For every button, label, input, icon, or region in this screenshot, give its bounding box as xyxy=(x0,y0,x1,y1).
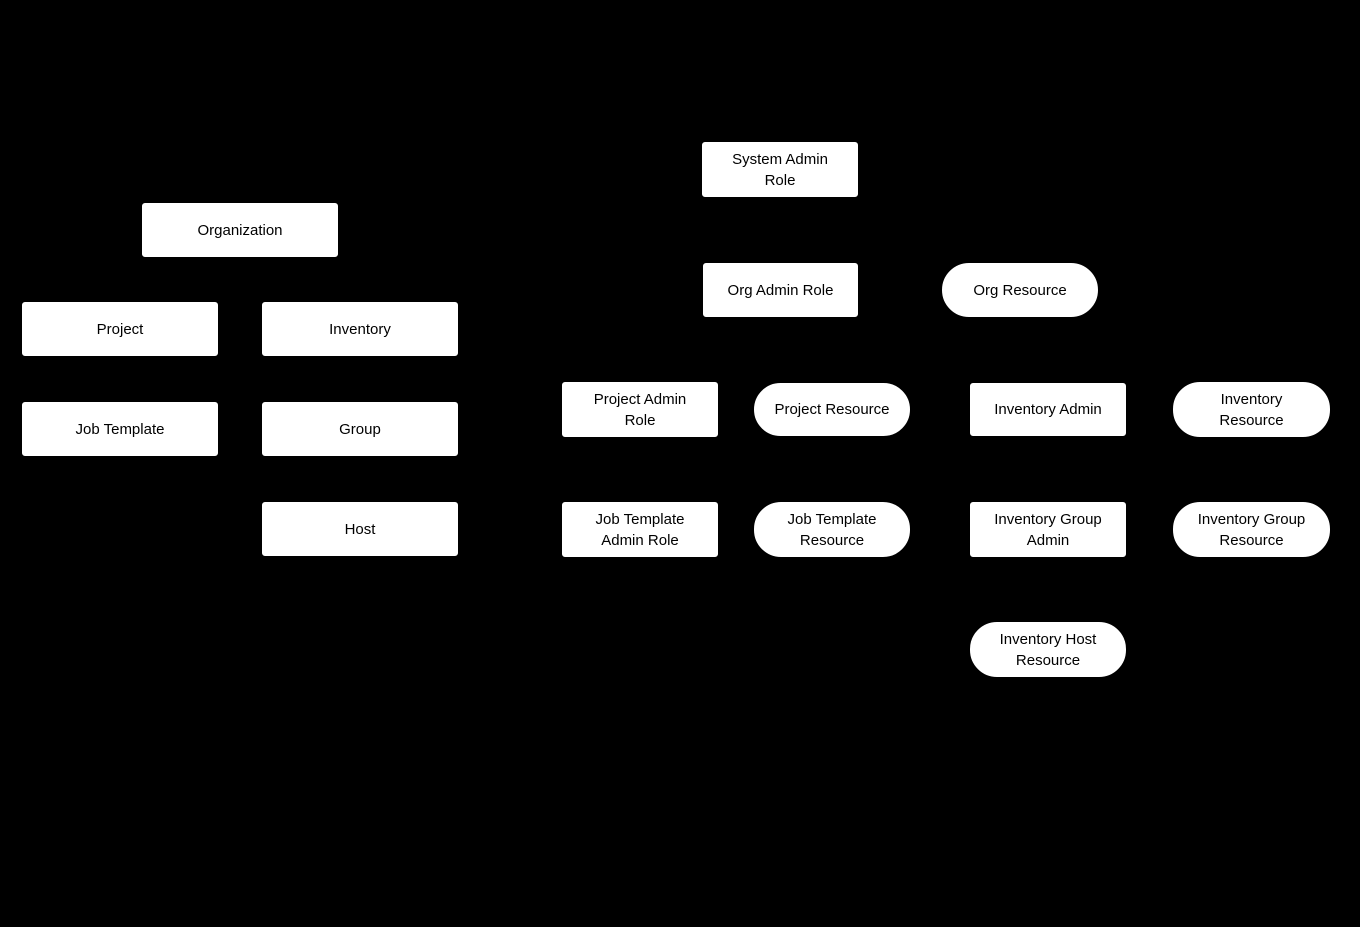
node-project: Project xyxy=(21,301,219,357)
node-job-template-resource: Job Template Resource xyxy=(753,501,911,558)
node-system-admin-role: System Admin Role xyxy=(701,141,859,198)
node-org-resource: Org Resource xyxy=(941,262,1099,318)
node-label: Org Admin Role xyxy=(727,281,834,299)
node-label: Job Template Admin Role xyxy=(595,510,685,549)
node-label: Inventory Admin xyxy=(994,401,1102,418)
node-label: Job Template xyxy=(75,420,165,438)
node-project-admin-role: Project Admin Role xyxy=(561,381,719,438)
node-inventory-group-resource: Inventory Group Resource xyxy=(1172,501,1331,558)
node-label: Inventory Group Resource xyxy=(1197,510,1306,549)
node-inventory-host-resource: Inventory Host Resource xyxy=(969,621,1127,678)
node-organization: Organization xyxy=(141,202,339,258)
node-label: Project Resource xyxy=(774,401,890,418)
node-inventory-group-admin: Inventory Group Admin xyxy=(969,501,1127,558)
node-host: Host xyxy=(261,501,459,557)
node-label: Organization xyxy=(197,221,283,239)
node-group: Group xyxy=(261,401,459,457)
node-label: System Admin Role xyxy=(732,150,828,189)
node-project-resource: Project Resource xyxy=(753,382,911,437)
node-inventory-admin: Inventory Admin xyxy=(969,382,1127,437)
node-label: Project Admin Role xyxy=(593,390,687,429)
node-label: Org Resource xyxy=(973,281,1067,299)
node-label: Job Template Resource xyxy=(787,510,877,549)
node-inventory-resource: Inventory Resource xyxy=(1172,381,1331,438)
node-label: Project xyxy=(96,320,144,338)
node-label: Inventory Resource xyxy=(1219,390,1284,429)
node-label: Inventory Group Admin xyxy=(994,510,1102,549)
node-job-template-admin-role: Job Template Admin Role xyxy=(561,501,719,558)
node-org-admin-role: Org Admin Role xyxy=(702,262,859,318)
node-label: Inventory xyxy=(329,320,391,338)
node-job-template: Job Template xyxy=(21,401,219,457)
node-inventory: Inventory xyxy=(261,301,459,357)
node-label: Host xyxy=(344,520,376,538)
node-label: Group xyxy=(339,420,381,438)
node-label: Inventory Host Resource xyxy=(999,630,1097,669)
